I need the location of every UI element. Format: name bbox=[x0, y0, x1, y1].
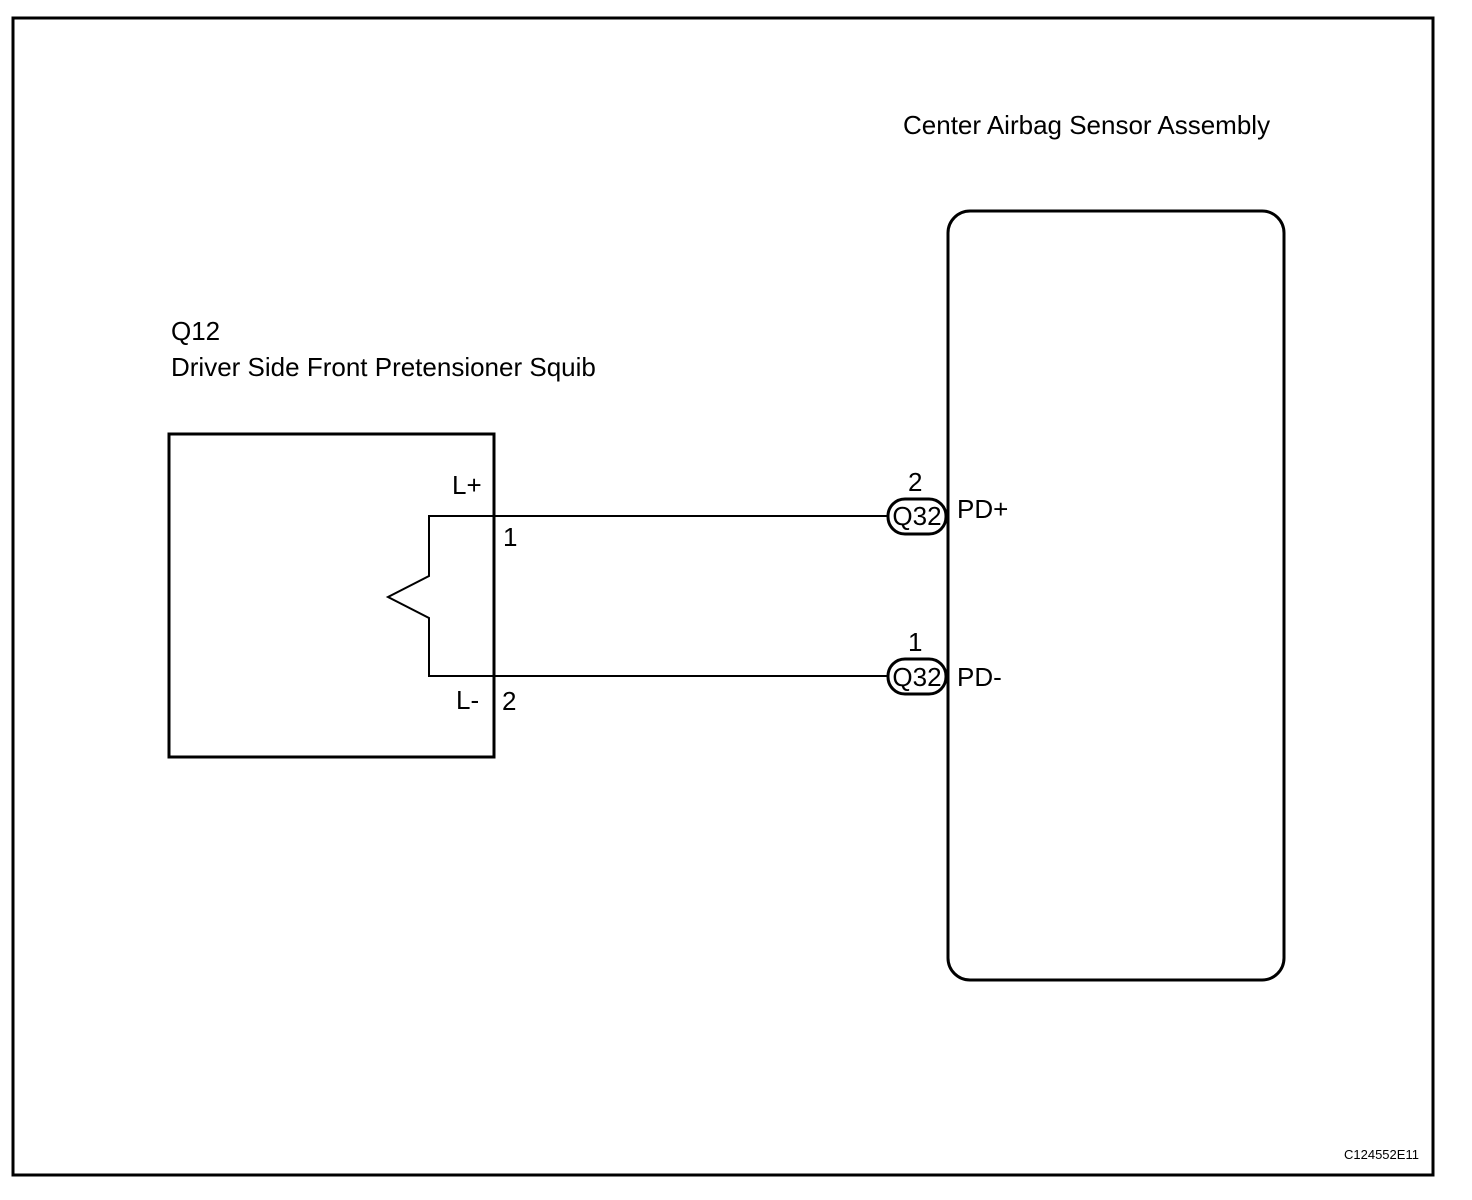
squib-pin-plus-label: L+ bbox=[452, 470, 482, 500]
squib-element bbox=[385, 515, 494, 677]
connector-signal: PD- bbox=[957, 662, 1002, 692]
connector-pin-number: 1 bbox=[908, 627, 922, 657]
connector-terminal bbox=[886, 497, 948, 536]
squib-code: Q12 bbox=[171, 316, 220, 346]
connector-pin-number: 2 bbox=[908, 467, 922, 497]
squib-pin-minus-number: 2 bbox=[502, 686, 516, 716]
sensor-box bbox=[946, 209, 1286, 982]
outer-frame bbox=[11, 16, 1435, 1177]
squib-pin-minus-label: L- bbox=[456, 685, 479, 715]
connector-terminal bbox=[886, 657, 948, 696]
connector-code: Q32 bbox=[892, 501, 941, 531]
squib-box bbox=[167, 432, 496, 759]
squib-name: Driver Side Front Pretensioner Squib bbox=[171, 352, 596, 382]
sensor-title: Center Airbag Sensor Assembly bbox=[903, 110, 1270, 140]
figure-id: C124552E11 bbox=[1344, 1147, 1419, 1162]
connector-code: Q32 bbox=[892, 662, 941, 692]
squib-pin-plus-number: 1 bbox=[503, 522, 517, 552]
connector-signal: PD+ bbox=[957, 494, 1008, 524]
